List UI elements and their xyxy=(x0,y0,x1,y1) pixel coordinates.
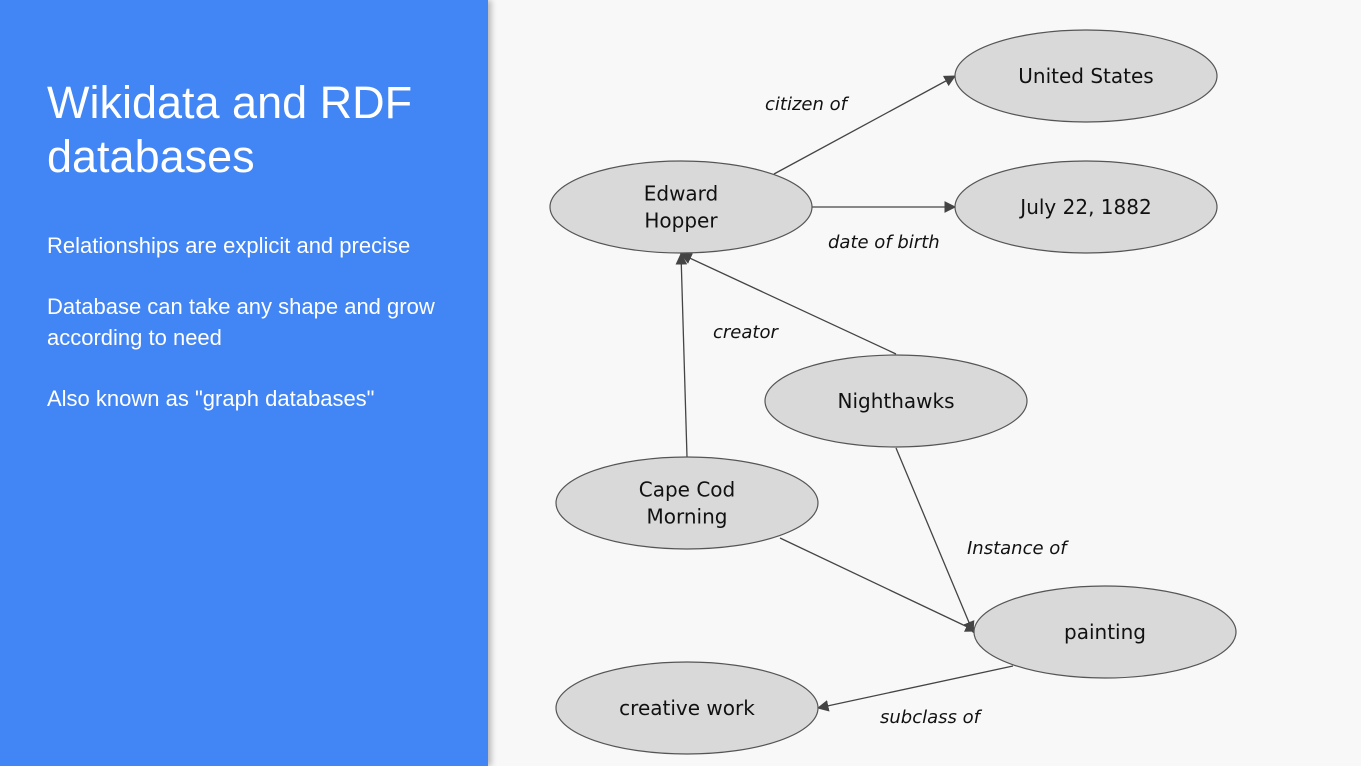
node-label: painting xyxy=(1064,620,1146,644)
node-label: Cape Cod xyxy=(639,478,735,502)
node-ellipse xyxy=(549,160,813,254)
slide-title: Wikidata and RDF databases xyxy=(47,77,413,182)
edge-painting-to-creative_work xyxy=(816,665,1014,712)
node-ellipse xyxy=(954,29,1218,123)
edge-label: citizen of xyxy=(765,94,850,115)
edge-nighthawks-to-painting xyxy=(895,447,975,634)
node-label: Morning xyxy=(647,505,728,529)
left-panel: Wikidata and RDF databases Relationships… xyxy=(0,0,488,766)
node-birth-date: July 22, 1882 xyxy=(954,160,1218,254)
edge-label: Instance of xyxy=(967,538,1069,559)
node-united-states: United States xyxy=(954,29,1218,123)
edge-label: date of birth xyxy=(828,232,940,253)
edge-label: creator xyxy=(713,322,779,343)
edge-edward_hopper-to-united_states xyxy=(773,75,957,175)
node-ellipse xyxy=(954,160,1218,254)
node-label: July 22, 1882 xyxy=(1018,195,1151,219)
bullet-item-shape: Database can take any shape and grow acc… xyxy=(47,294,435,350)
node-label: Edward xyxy=(644,182,719,206)
node-ellipse xyxy=(555,456,819,550)
bullet-item-relationships: Relationships are explicit and precise xyxy=(47,233,411,258)
edge-nighthawks-to-edward_hopper xyxy=(679,253,897,355)
node-label: creative work xyxy=(619,696,755,720)
node-ellipse xyxy=(764,354,1028,448)
node-label: United States xyxy=(1018,64,1153,88)
edges-layer xyxy=(675,75,1014,712)
node-ellipse xyxy=(973,585,1237,679)
node-painting: painting xyxy=(973,585,1237,679)
edge-cape_cod_morning-to-painting xyxy=(779,537,978,632)
node-nighthawks: Nighthawks xyxy=(764,354,1028,448)
bullet-item-graph-databases: Also known as "graph databases" xyxy=(47,386,375,411)
node-label: Nighthawks xyxy=(837,389,954,413)
node-ellipse xyxy=(555,661,819,755)
node-label: Hopper xyxy=(644,209,718,233)
edge-cape_cod_morning-to-edward_hopper xyxy=(675,252,688,458)
node-creative-work: creative work xyxy=(555,661,819,755)
bullet-list: Relationships are explicit and precise D… xyxy=(47,230,467,444)
edge-label: subclass of xyxy=(880,707,983,728)
